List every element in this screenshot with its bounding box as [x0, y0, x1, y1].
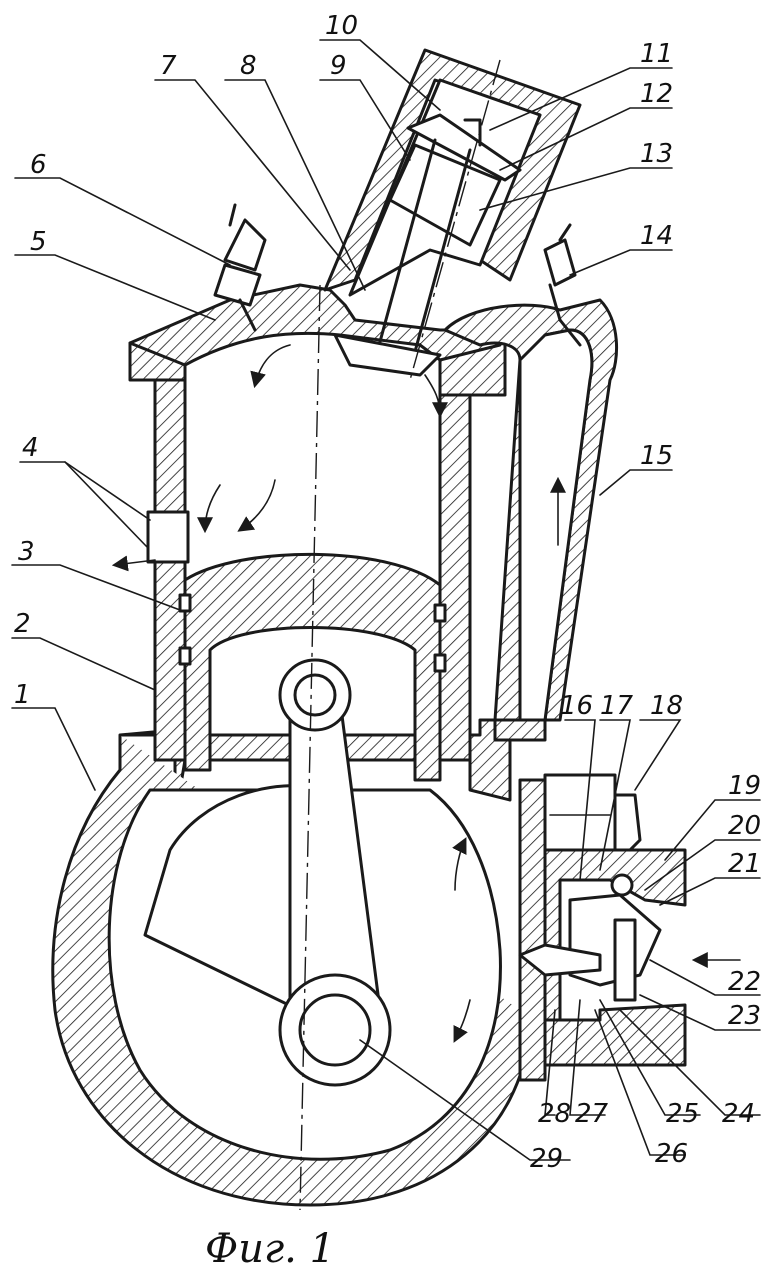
leader-lines — [11, 39, 761, 1161]
valve-axis — [409, 59, 501, 381]
label-13: 13 — [640, 139, 673, 169]
label-29: 29 — [530, 1144, 563, 1174]
valve-assembly — [323, 48, 582, 377]
label-2: 2 — [14, 609, 31, 639]
transfer-channel — [443, 298, 619, 742]
label-10: 10 — [325, 11, 358, 41]
label-3: 3 — [18, 537, 35, 567]
spark-plug-6 — [213, 203, 267, 332]
label-19: 19 — [728, 771, 761, 801]
label-7: 7 — [160, 51, 177, 81]
label-14: 14 — [640, 221, 673, 251]
label-5: 5 — [30, 227, 47, 257]
flow-arrows — [111, 344, 741, 1043]
figure-caption: Фиг. 1 — [205, 1226, 335, 1272]
label-27: 27 — [575, 1099, 609, 1129]
connecting-rod — [278, 658, 392, 1087]
label-28: 28 — [538, 1099, 571, 1129]
label-20: 20 — [728, 811, 761, 841]
label-6: 6 — [30, 150, 47, 180]
part-labels: 1 2 3 4 5 6 7 8 9 10 11 12 13 14 15 16 1… — [14, 11, 761, 1174]
label-9: 9 — [330, 51, 347, 81]
label-26: 26 — [655, 1139, 688, 1169]
label-15: 15 — [640, 441, 673, 471]
label-12: 12 — [640, 79, 673, 109]
label-23: 23 — [728, 1001, 761, 1031]
label-25: 25 — [666, 1099, 699, 1129]
label-24: 24 — [722, 1099, 755, 1129]
label-4: 4 — [22, 433, 39, 463]
label-1: 1 — [14, 680, 31, 710]
spark-plug-14 — [543, 223, 582, 347]
label-8: 8 — [240, 51, 257, 81]
cylinder-head — [128, 283, 502, 367]
label-11: 11 — [640, 39, 673, 69]
label-16: 16 — [560, 691, 593, 721]
cylinder-axis — [299, 284, 321, 1211]
carburetor-assembly — [518, 773, 687, 1082]
label-18: 18 — [650, 691, 683, 721]
label-17: 17 — [600, 691, 634, 721]
label-21: 21 — [728, 849, 761, 879]
piston — [178, 552, 447, 782]
label-22: 22 — [728, 967, 761, 997]
